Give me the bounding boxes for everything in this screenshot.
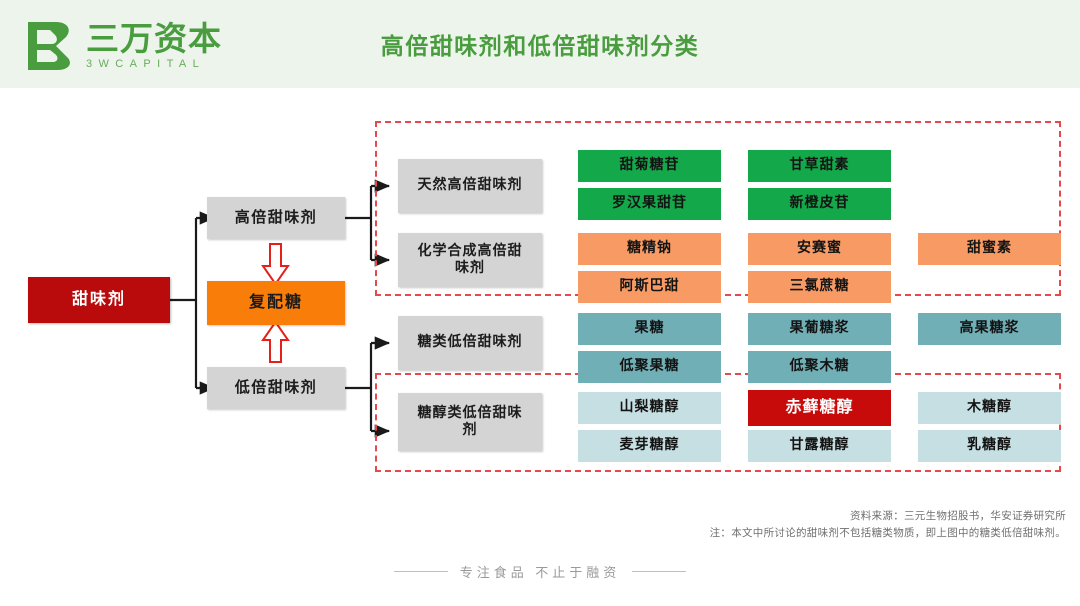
source-line: 资料来源：三元生物招股书，华安证券研究所 xyxy=(850,510,1066,522)
leaf-alcohol-3[interactable]: 木糖醇 xyxy=(918,392,1061,424)
leaf-alcohol-4[interactable]: 麦芽糖醇 xyxy=(578,430,721,462)
leaf-sugar-5[interactable]: 低聚木糖 xyxy=(748,351,891,383)
tagline-rule-right xyxy=(632,571,687,572)
leaf-label: 甜菊糖苷 xyxy=(619,158,680,174)
leaf-label: 低聚木糖 xyxy=(789,359,850,375)
note-line: 注：本文中所讨论的甜味剂不包括糖类物质，即上图中的糖类低倍甜味剂。 xyxy=(709,527,1066,539)
leaf-natural-1[interactable]: 甜菊糖苷 xyxy=(578,150,721,182)
leaf-label: 山梨糖醇 xyxy=(619,400,680,416)
node-label: 化学合成高倍甜味剂 xyxy=(417,243,523,277)
node-sweetener-root[interactable]: 甜味剂 xyxy=(28,277,170,323)
brand-logo: 三万资本 3WCAPITAL xyxy=(26,20,222,72)
leaf-label: 罗汉果甜苷 xyxy=(612,196,687,212)
leaf-synthetic-4[interactable]: 阿斯巴甜 xyxy=(578,271,721,303)
leaf-synthetic-5[interactable]: 三氯蔗糖 xyxy=(748,271,891,303)
leaf-alcohol-1[interactable]: 山梨糖醇 xyxy=(578,392,721,424)
logo-english-name: 3WCAPITAL xyxy=(86,57,206,70)
node-high-intensity-sweetener[interactable]: 高倍甜味剂 xyxy=(207,197,345,239)
leaf-sugar-1[interactable]: 果糖 xyxy=(578,313,721,345)
node-blended-sugar[interactable]: 复配糖 xyxy=(207,281,345,325)
leaf-synthetic-1[interactable]: 糖精钠 xyxy=(578,233,721,265)
node-natural-high-intensity[interactable]: 天然高倍甜味剂 xyxy=(398,159,542,213)
leaf-label: 新橙皮苷 xyxy=(789,196,850,212)
leaf-label: 安赛蜜 xyxy=(797,241,842,257)
leaf-sugar-4[interactable]: 低聚果糖 xyxy=(578,351,721,383)
leaf-label: 甜蜜素 xyxy=(967,241,1012,257)
leaf-alcohol-5[interactable]: 甘露糖醇 xyxy=(748,430,891,462)
node-synthetic-high-intensity[interactable]: 化学合成高倍甜味剂 xyxy=(398,233,542,287)
footer-tagline: 专注食品 不止于融资 xyxy=(0,562,1080,581)
leaf-label: 甘草甜素 xyxy=(789,158,850,174)
logo-mark-icon xyxy=(28,22,70,70)
node-sugar-alcohol-low-intensity[interactable]: 糖醇类低倍甜味剂 xyxy=(398,393,542,451)
leaf-alcohol-erythritol-highlighted[interactable]: 赤藓糖醇 xyxy=(748,390,891,426)
node-low-intensity-sweetener[interactable]: 低倍甜味剂 xyxy=(207,367,345,409)
leaf-label: 乳糖醇 xyxy=(967,438,1012,454)
leaf-sugar-3[interactable]: 高果糖浆 xyxy=(918,313,1061,345)
leaf-label: 木糖醇 xyxy=(967,400,1012,416)
leaf-synthetic-2[interactable]: 安赛蜜 xyxy=(748,233,891,265)
leaf-label: 三氯蔗糖 xyxy=(789,279,850,295)
node-sugar-low-intensity[interactable]: 糖类低倍甜味剂 xyxy=(398,316,542,370)
node-label: 糖类低倍甜味剂 xyxy=(417,335,523,351)
node-label: 低倍甜味剂 xyxy=(234,379,318,396)
logo-chinese-name: 三万资本 xyxy=(86,19,222,57)
page-header: 三万资本 3WCAPITAL 高倍甜味剂和低倍甜味剂分类 xyxy=(0,0,1080,88)
source-note-block: 资料来源：三元生物招股书，华安证券研究所 注：本文中所讨论的甜味剂不包括糖类物质… xyxy=(710,508,1066,542)
leaf-label: 低聚果糖 xyxy=(619,359,680,375)
leaf-label: 阿斯巴甜 xyxy=(619,279,680,295)
leaf-label: 甘露糖醇 xyxy=(789,438,850,454)
leaf-sugar-2[interactable]: 果葡糖浆 xyxy=(748,313,891,345)
tagline-text: 专注食品 不止于融资 xyxy=(459,565,621,580)
node-label: 复配糖 xyxy=(248,294,303,311)
leaf-label: 糖精钠 xyxy=(627,241,672,257)
diagram-canvas: 甜味剂 高倍甜味剂 复配糖 低倍甜味剂 天然高倍甜味剂 化学合成高倍甜味剂 糖类… xyxy=(0,88,1080,606)
node-label: 天然高倍甜味剂 xyxy=(417,178,523,194)
leaf-label: 果葡糖浆 xyxy=(789,321,850,337)
connector-lines xyxy=(170,179,391,438)
node-label: 甜味剂 xyxy=(71,291,126,308)
node-label: 高倍甜味剂 xyxy=(234,209,318,226)
leaf-natural-3[interactable]: 罗汉果甜苷 xyxy=(578,188,721,220)
leaf-label: 赤藓糖醇 xyxy=(785,399,854,416)
leaf-label: 高果糖浆 xyxy=(959,321,1020,337)
node-label: 糖醇类低倍甜味剂 xyxy=(417,405,523,439)
leaf-label: 果糖 xyxy=(634,321,665,337)
leaf-synthetic-3[interactable]: 甜蜜素 xyxy=(918,233,1061,265)
leaf-natural-2[interactable]: 甘草甜素 xyxy=(748,150,891,182)
leaf-label: 麦芽糖醇 xyxy=(619,438,680,454)
leaf-alcohol-6[interactable]: 乳糖醇 xyxy=(918,430,1061,462)
tagline-rule-left xyxy=(393,571,448,572)
logo-wordmark: 三万资本 3WCAPITAL xyxy=(86,19,222,71)
leaf-natural-4[interactable]: 新橙皮苷 xyxy=(748,188,891,220)
